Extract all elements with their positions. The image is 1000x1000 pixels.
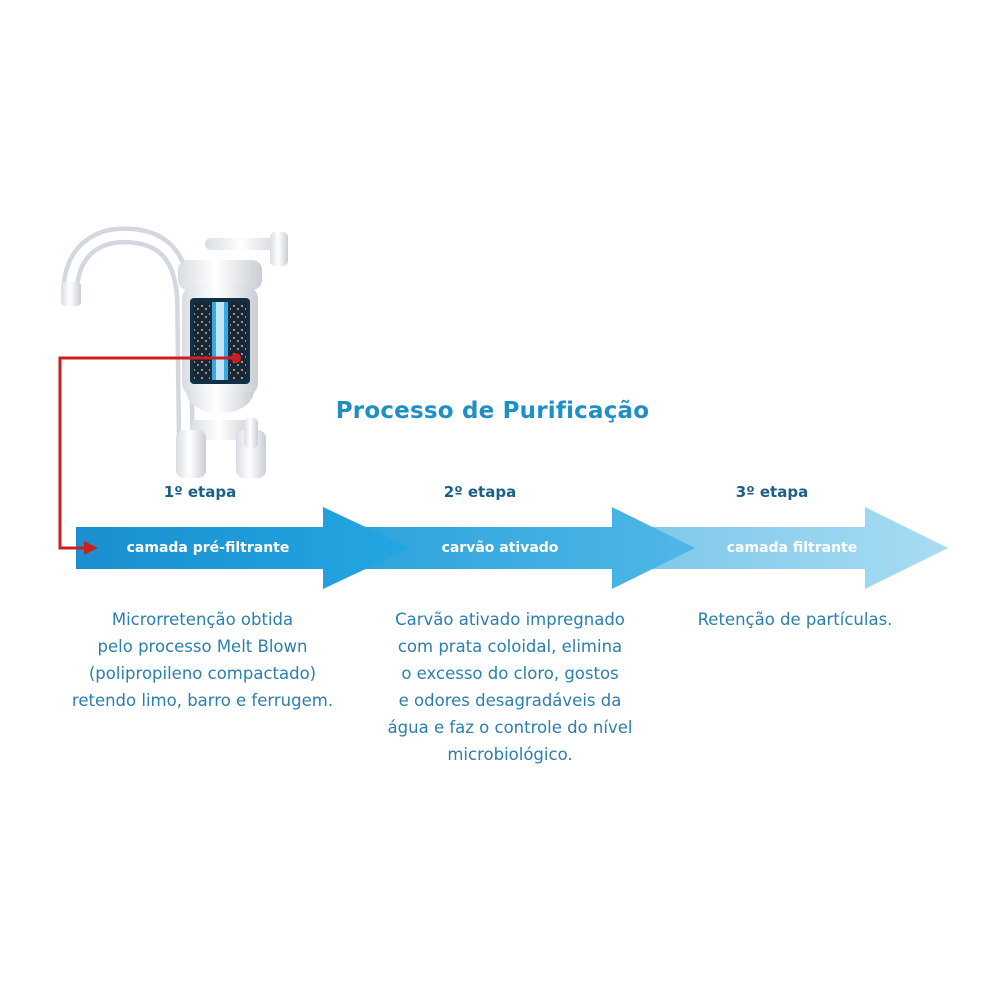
description-line: com prata coloidal, elimina: [397, 637, 623, 656]
faucet-with-filter-icon: [61, 226, 288, 478]
description-line: o excesso do cloro, gostos: [401, 664, 619, 683]
description-line: Carvão ativado impregnado: [395, 610, 625, 629]
description-line: microbiológico.: [447, 745, 573, 764]
description-stage-3: Retenção de partículas.: [660, 606, 930, 633]
step-label-2: 2º etapa: [443, 483, 517, 501]
diagram-title: Processo de Purificação: [335, 398, 650, 424]
description-line: Microrretenção obtida: [111, 610, 294, 629]
description-line: água e faz o controle do nível: [387, 718, 633, 737]
description-stage-2: Carvão ativado impregnado com prata colo…: [355, 606, 665, 768]
arrow-stage-3: [630, 507, 948, 589]
step-label-3: 3º etapa: [735, 483, 809, 501]
description-line: Retenção de partículas.: [697, 610, 893, 629]
description-line: e odores desagradáveis da: [398, 691, 622, 710]
layer-label-1: camada pré-filtrante: [126, 540, 290, 556]
layer-label-3: camada filtrante: [726, 540, 858, 556]
description-line: (polipropileno compactado): [88, 664, 317, 683]
description-stage-1: Microrretenção obtida pelo processo Melt…: [40, 606, 365, 714]
arrow-stage-1: [76, 507, 410, 589]
arrow-stage-2: [355, 507, 695, 589]
description-line: pelo processo Melt Blown: [97, 637, 308, 656]
layer-label-2: carvão ativado: [441, 540, 559, 556]
step-label-1: 1º etapa: [163, 483, 237, 501]
connector-line: [58, 353, 241, 555]
description-line: retendo limo, barro e ferrugem.: [71, 691, 334, 710]
